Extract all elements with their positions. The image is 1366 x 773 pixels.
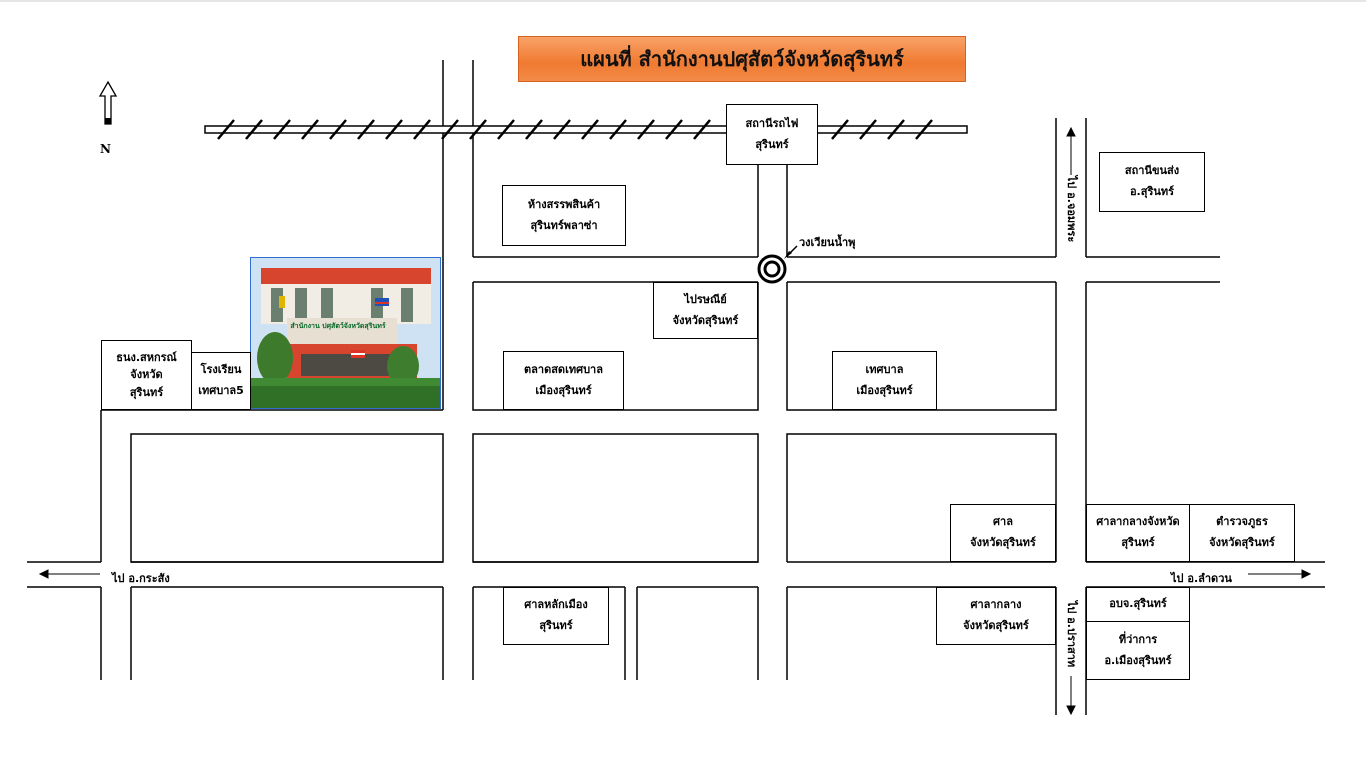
- label-line: สถานีรถไฟ: [745, 116, 799, 130]
- label-line: ตลาดสดเทศบาล: [524, 362, 603, 376]
- label-line: จังหวัดสุรินทร์: [963, 619, 1029, 632]
- label-line: ห้างสรรพสินค้า: [527, 197, 601, 211]
- label-line: ศาล: [993, 515, 1013, 529]
- city-block: [130, 433, 444, 563]
- label-line: เทศบาล5: [198, 384, 244, 397]
- label-line: ธนง.สหกรณ์: [116, 350, 177, 364]
- city-block: [472, 433, 759, 563]
- municipality-label: เทศบาล เมืองสุรินทร์: [832, 351, 937, 410]
- to-prasat-note: ไป อ.ปราสาท: [1065, 600, 1078, 668]
- provincial-court-label: ศาล จังหวัดสุรินทร์: [950, 504, 1056, 562]
- school-label: โรงเรียน เทศบาล5: [191, 352, 251, 410]
- label-line: สุรินทร์: [755, 137, 789, 151]
- arrow-up-icon: [1066, 126, 1076, 175]
- bus-terminal-label: สถานีขนส่ง อ.สุรินทร์: [1099, 152, 1205, 212]
- to-chom-phra-note: ไป อ.จอมพระ: [1065, 175, 1078, 243]
- city-pillar-label: ศาลหลักเมือง สุรินทร์: [503, 587, 609, 645]
- label-line: สุรินทร์พลาซ่า: [530, 218, 598, 232]
- label-line: ไปรษณีย์: [684, 292, 727, 306]
- district-admin-label: อบจ.สุรินทร์: [1086, 587, 1190, 622]
- provincial-hall-label: ศาลากลางจังหวัด สุรินทร์: [1086, 504, 1190, 562]
- block-edge: [786, 433, 1057, 562]
- train-station-label: สถานีรถไฟ สุรินทร์: [726, 104, 818, 165]
- label-line: อบจ.สุรินทร์: [1109, 597, 1167, 611]
- label-line: สุรินทร์: [129, 385, 164, 399]
- label-line: จังหวัดสุรินทร์: [1209, 536, 1275, 549]
- to-lamduan-note: ไป อ.ลำดวน: [1171, 572, 1232, 585]
- label-line: อ.เมืองสุรินทร์: [1104, 653, 1172, 667]
- label-line: สุรินทร์: [539, 619, 573, 632]
- municipal-market-label: ตลาดสดเทศบาล เมืองสุรินทร์: [503, 351, 624, 410]
- arrow-down-icon: [1066, 676, 1076, 716]
- old-hall-label: ศาลากลาง จังหวัดสุรินทร์: [936, 587, 1056, 645]
- label-line: จังหวัดสุรินทร์: [970, 536, 1036, 549]
- block-edge: [786, 282, 1057, 411]
- label-line: โรงเรียน: [200, 363, 242, 377]
- district-office-label: ที่ว่าการ อ.เมืองสุรินทร์: [1086, 621, 1190, 680]
- fountain-note: วงเวียนน้ำพุ: [799, 236, 856, 249]
- label-line: อ.สุรินทร์: [1129, 185, 1175, 198]
- label-line: ศาลากลาง: [970, 598, 1022, 612]
- label-line: เมืองสุรินทร์: [535, 383, 592, 397]
- north-indicator: N: [96, 80, 120, 160]
- label-line: ตำรวจภูธร: [1216, 515, 1268, 529]
- block-edge: [472, 282, 759, 411]
- to-krasang-note: ไป อ.กระสัง: [112, 572, 170, 585]
- label-line: จังหวัด: [130, 368, 163, 382]
- office-building-photo: สำนักงาน ปศุสัตว์จังหวัดสุรินทร์: [250, 257, 441, 409]
- label-line: ที่ว่าการ: [1118, 632, 1158, 646]
- office-building-image: [251, 258, 440, 408]
- office-sign-text: สำนักงาน ปศุสัตว์จังหวัดสุรินทร์: [290, 322, 386, 330]
- north-label: N: [100, 142, 111, 156]
- cooperative-bank-label: ธนง.สหกรณ์ จังหวัด สุรินทร์: [101, 340, 192, 410]
- railway-track: [204, 119, 968, 140]
- label-line: สุรินทร์: [1121, 536, 1155, 549]
- label-line: ศาลากลางจังหวัด: [1096, 515, 1180, 529]
- label-line: เมืองสุรินทร์: [856, 383, 913, 397]
- north-arrow-icon: [98, 80, 118, 125]
- fountain-roundabout-icon: [757, 245, 798, 284]
- label-line: สถานีขนส่ง: [1124, 164, 1180, 178]
- arrow-left-icon: [38, 569, 100, 579]
- label-line: เทศบาล: [865, 362, 904, 376]
- railway-ties: [217, 119, 933, 140]
- police-label: ตำรวจภูธร จังหวัดสุรินทร์: [1189, 504, 1295, 562]
- department-store-label: ห้างสรรพสินค้า สุรินทร์พลาซ่า: [502, 185, 626, 246]
- map-title: แผนที่ สำนักงานปศุสัตว์จังหวัดสุรินทร์: [518, 36, 966, 82]
- post-office-label: ไปรษณีย์ จังหวัดสุรินทร์: [653, 282, 758, 339]
- label-line: จังหวัดสุรินทร์: [672, 313, 739, 327]
- label-line: ศาลหลักเมือง: [524, 598, 588, 612]
- arrow-right-icon: [1248, 569, 1312, 579]
